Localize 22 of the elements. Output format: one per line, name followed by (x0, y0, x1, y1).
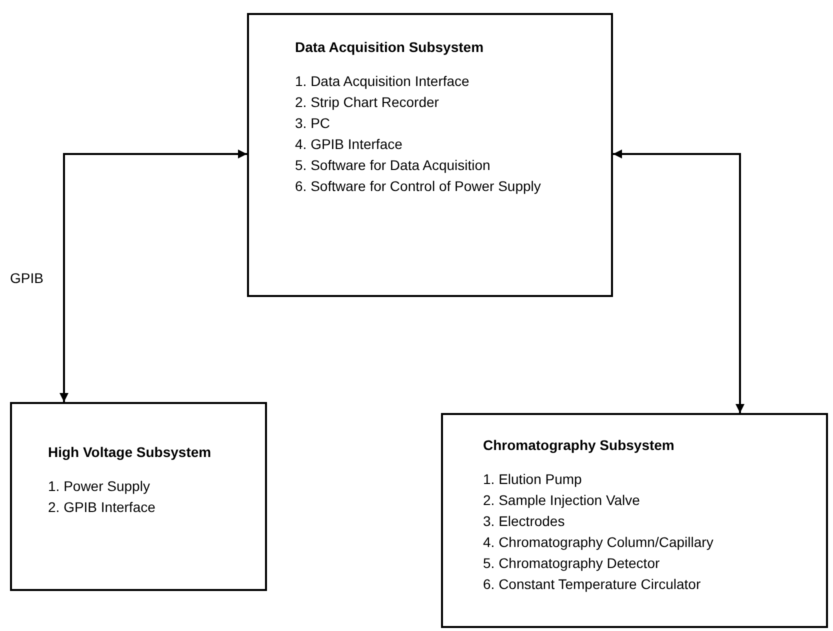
subsystem-title: Data Acquisition Subsystem (295, 38, 484, 57)
component-list-item: 6. Software for Control of Power Supply (295, 177, 542, 196)
component-list-item: 5. Software for Data Acquisition (295, 156, 492, 175)
component-list-item: 6. Constant Temperature Circulator (483, 575, 702, 594)
double-arrow (613, 150, 744, 413)
subsystem-title: Chromatography Subsystem (483, 436, 674, 455)
component-list-item: 2. GPIB Interface (48, 498, 156, 517)
component-list-item: 4. Chromatography Column/Capillary (483, 533, 714, 552)
component-list-item: 1. Power Supply (48, 477, 151, 496)
subsystem-box (441, 413, 828, 628)
subsystem-title: High Voltage Subsystem (48, 443, 212, 462)
component-list-item: 2. Sample Injection Valve (483, 491, 641, 510)
component-list-item: 5. Chromatography Detector (483, 554, 661, 573)
component-list-item: 1. Data Acquisition Interface (295, 72, 470, 91)
component-list-item: 4. GPIB Interface (295, 135, 404, 154)
component-list-item: 3. Electrodes (483, 512, 566, 531)
component-list-item: 2. Strip Chart Recorder (295, 93, 440, 112)
component-list-item: 3. PC (295, 114, 332, 133)
subsystem-box (10, 402, 267, 591)
subsystem-box (247, 13, 613, 297)
double-arrow (60, 150, 247, 402)
component-list-item: 1. Elution Pump (483, 470, 583, 489)
